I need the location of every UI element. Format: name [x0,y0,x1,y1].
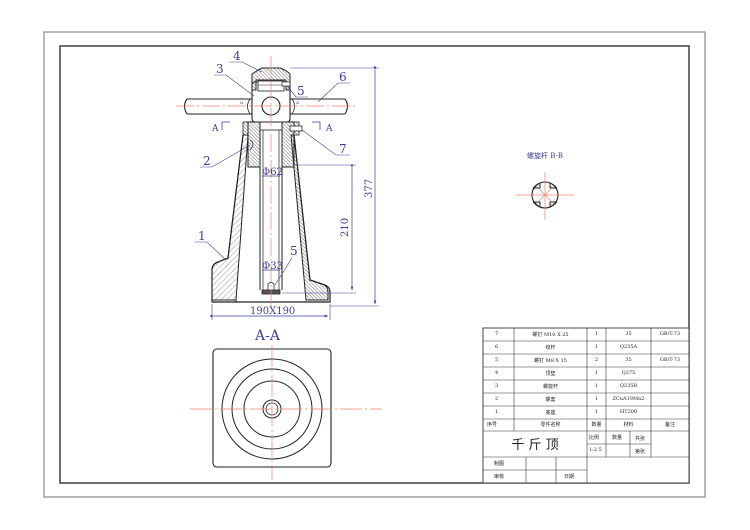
dim-overall-height: 377 [364,179,375,198]
outer-frame [43,31,706,498]
section-label: A-A [254,328,281,344]
balloon-2: 2 [200,144,251,168]
bom-row: 2 螺套 1 ZCuA19Mn2 [495,396,645,403]
mark-a-right: a [296,100,299,106]
detail-b-b-view: 螺旋杆 B-B [516,151,574,220]
sheet-no: 第张 [635,449,646,455]
bom-row: 1 底座 1 HT200 [495,409,638,416]
inner-frame [59,45,690,484]
drawing-title: 千 斤 顶 [511,438,559,453]
svg-text:5: 5 [290,244,298,258]
cut-label-left: A [211,124,219,134]
checked-by-label: 审核 [494,474,505,480]
bom-header-row: 序号 零件名称 数量 材料 备注 [487,422,675,428]
svg-text:5: 5 [297,84,305,98]
balloon-5-bottom: 5 [274,244,298,286]
bom-row: 3 螺旋杆 1 Q235B [495,383,638,390]
dim-screw-travel: 210 [340,218,351,237]
dim-bore-top: Φ62 [262,167,283,178]
drawn-by-label: 制图 [494,461,505,467]
balloon-5-top: 5 [286,84,308,98]
balloon-1: 1 [195,229,227,261]
bom-row: 6 绞杆 1 Q235A [495,344,638,351]
front-section-view: A A a a Φ62 Φ33 210 377 190X190 4 3 [176,49,379,320]
balloon-4: 4 [229,49,263,73]
section-a-a-view: A-A [190,328,382,480]
sheets-total: 共张 [635,436,646,442]
qty-label: 数量 [612,435,623,441]
balloon-7: 7 [301,129,350,156]
scale-value: 1:2.5 [589,447,602,453]
date-label: 日期 [564,474,575,480]
mark-a-left: a [240,100,243,106]
svg-text:1: 1 [198,229,206,243]
svg-text:3: 3 [216,62,224,76]
balloon-6: 6 [317,70,350,103]
svg-text:2: 2 [203,154,211,168]
scale-label: 比例 [589,435,600,441]
bom-row: 4 顶垫 1 Q275 [495,370,636,377]
detail-label: 螺旋杆 B-B [527,151,563,160]
dim-base: 190X190 [250,306,295,317]
svg-text:6: 6 [339,70,347,84]
balloon-3: 3 [214,62,255,97]
dim-bore-bottom: Φ33 [262,261,283,272]
bom-row: 7 螺钉 M10 X 25 1 35 GB/T-73 [495,331,681,338]
bom-row: 5 螺钉 M8 X 15 2 35 GB/T-73 [495,357,681,364]
svg-text:4: 4 [233,49,241,63]
cut-label-right: A [325,124,333,134]
parts-list-table [482,327,690,484]
svg-text:7: 7 [339,142,347,156]
